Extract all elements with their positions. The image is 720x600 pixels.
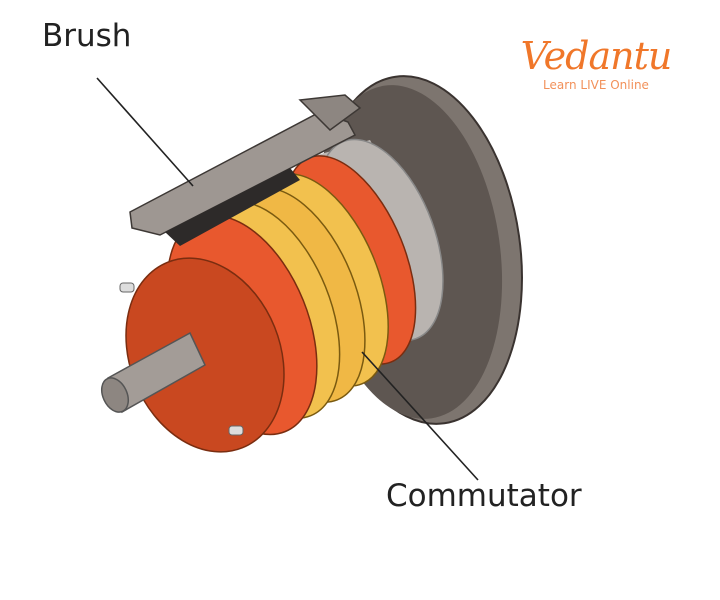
commutator-leader-line [361,351,479,481]
shaft [100,331,206,414]
brush-leader-line [96,77,194,187]
commutator-label: Commutator [386,478,582,514]
logo-tagline: Learn LIVE Online [543,78,649,92]
logo-name: Vedantu [520,34,673,78]
pin [119,282,135,293]
vedantu-logo: Vedantu Learn LIVE Online [516,34,676,92]
pin [228,425,244,436]
brush [129,94,362,246]
brush-label: Brush [42,18,132,54]
